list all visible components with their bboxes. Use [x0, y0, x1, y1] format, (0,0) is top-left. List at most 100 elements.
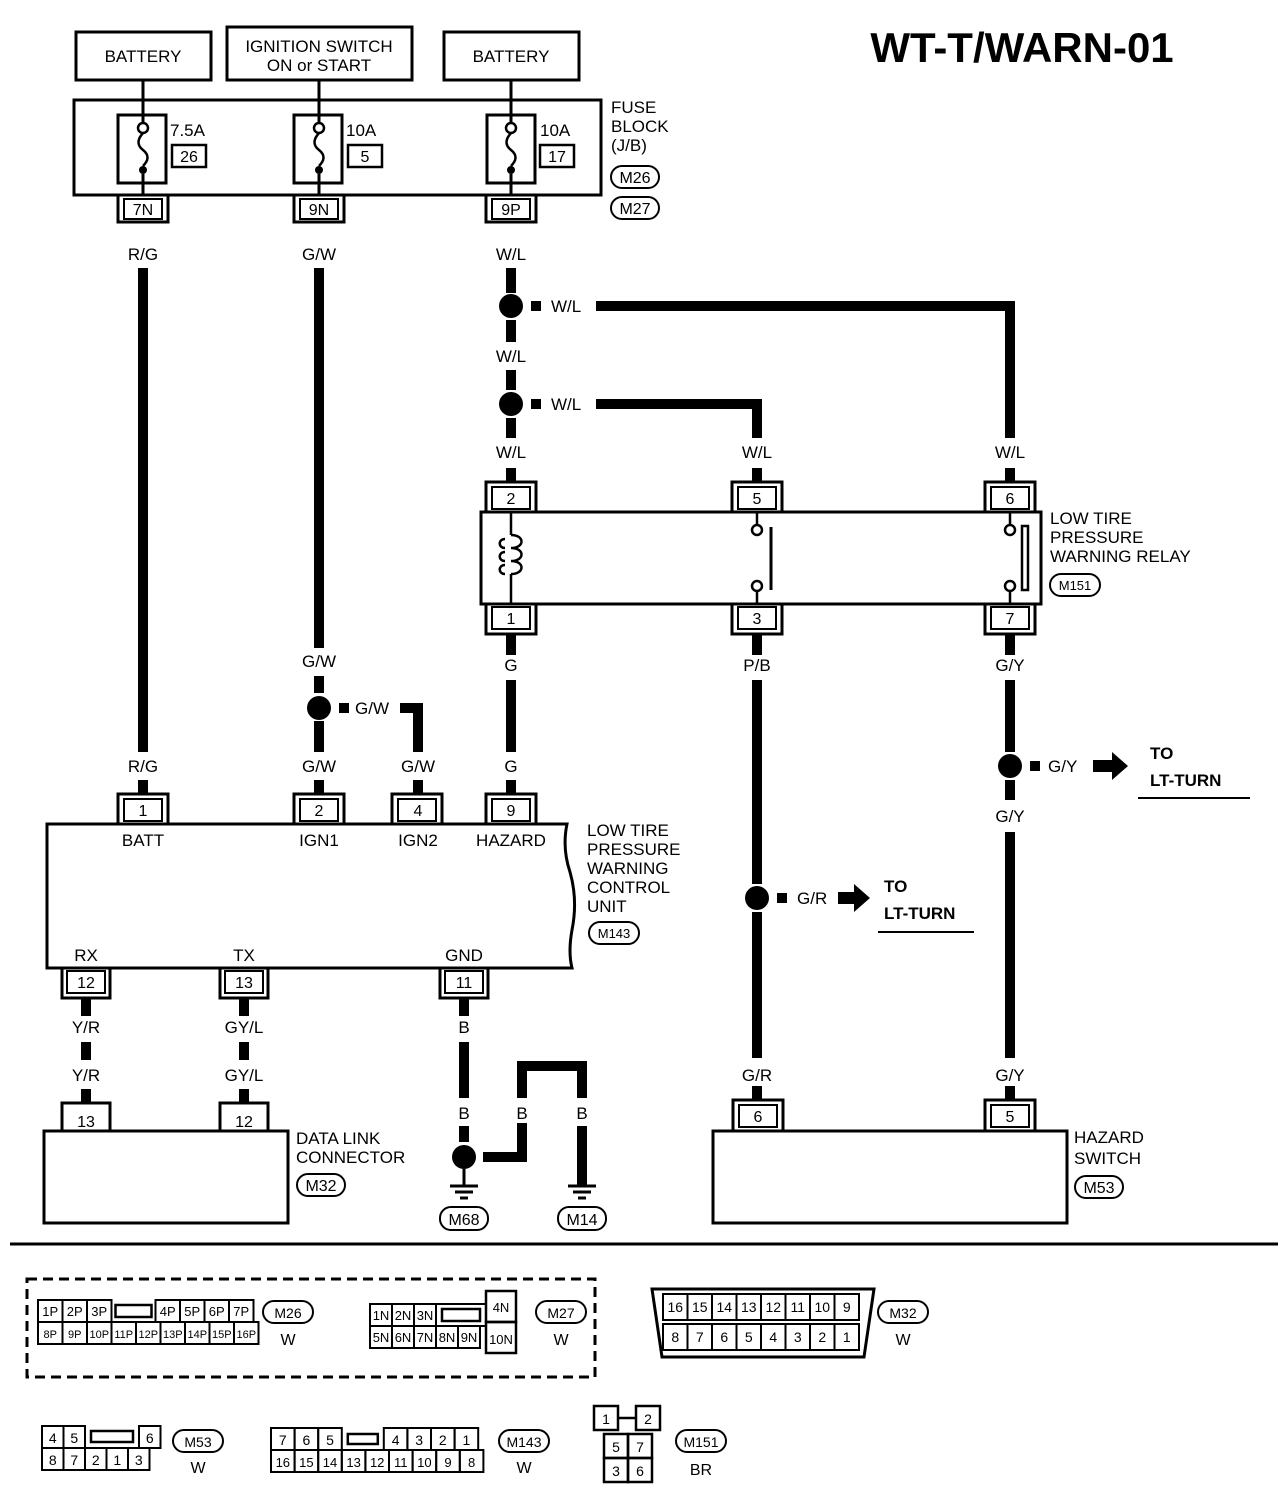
cu-pin-2: 2 [315, 803, 324, 820]
wire-g-cu: G [504, 757, 517, 776]
connector-cavity-label: 1 [113, 1452, 121, 1468]
wire-gyl-top: GY/L [225, 1018, 264, 1037]
lt-turn-label-1: LT-TURN [1150, 771, 1221, 790]
fuse-26-number: 26 [180, 149, 198, 166]
connector-cavity-label: 3 [415, 1432, 423, 1448]
connector-cavity-label: 2 [92, 1452, 100, 1468]
hazard-switch: 6 5 HAZARD SWITCH M53 [711, 1086, 1144, 1225]
connector-cavity-label: 2P [67, 1304, 83, 1319]
connector-view-color: W [516, 1460, 532, 1477]
ignition-switch-source: IGNITION SWITCH ON or START [225, 25, 414, 82]
connector-cavity-label: 9N [461, 1330, 478, 1345]
connector-view-id: M151 [683, 1434, 718, 1450]
connector-cavity-label: 16P [236, 1329, 256, 1341]
fuse-block-connector-m27: M27 [619, 201, 650, 218]
connector-cavity-label: 14P [187, 1329, 207, 1341]
connector-cavity-label: 10 [417, 1455, 431, 1470]
dlc-label-2: CONNECTOR [296, 1148, 405, 1167]
connector-cavity-label: 8 [468, 1455, 475, 1470]
relay-pin-2: 2 [507, 491, 516, 508]
connector-cavity-label: 10P [89, 1329, 109, 1341]
connector-view-color: W [895, 1332, 911, 1349]
terminal-7n: 7N [116, 195, 170, 224]
dlc-connector: M32 [305, 1178, 336, 1195]
jb-connector-group [25, 1277, 597, 1379]
connector-cavity-label: 4 [769, 1329, 777, 1345]
wire-wl-branch-1: W/L [551, 297, 581, 316]
connector-cavity-label: 12P [138, 1329, 158, 1341]
ignition-label-2: ON or START [267, 56, 371, 75]
cu-name-1: LOW TIRE [587, 821, 669, 840]
connector-cavity-label: 4 [392, 1432, 400, 1448]
connector-cavity-label: 3N [417, 1308, 434, 1323]
fuse-5-rating: 10A [346, 121, 377, 140]
wire-gw-mid: G/W [302, 652, 336, 671]
connector-view-color: W [190, 1460, 206, 1477]
cu-label-hazard: HAZARD [476, 831, 546, 850]
fuse-17: 10A 17 [485, 113, 576, 185]
fuse-26: 7.5A 26 [116, 113, 208, 185]
connector-cavity-label: 9 [843, 1299, 851, 1315]
hazard-connector: M53 [1083, 1180, 1114, 1197]
wire-wl-top: W/L [496, 245, 526, 264]
cu-name-5: UNIT [587, 897, 627, 916]
connector-view-color: BR [690, 1462, 712, 1479]
terminal-7n-label: 7N [133, 202, 153, 219]
connector-cavity-label: 13P [163, 1329, 183, 1341]
relay-pin-7: 7 [1006, 611, 1015, 628]
to-label-2: TO [884, 877, 907, 896]
relay-connector: M151 [1059, 578, 1092, 593]
connector-cavity-label: 1N [373, 1308, 390, 1323]
ground-m14: M14 [557, 1184, 607, 1231]
cu-label-gnd: GND [445, 946, 483, 965]
data-link-connector: 13 12 DATA LINK CONNECTOR M32 [42, 1089, 405, 1225]
cu-name-4: CONTROL [587, 878, 670, 897]
cu-label-batt: BATT [122, 831, 164, 850]
fuse-17-number: 17 [548, 149, 566, 166]
cu-pin-12: 12 [77, 975, 95, 992]
connector-cavity-label: 8 [49, 1452, 57, 1468]
wire-gy-relay: G/Y [995, 656, 1024, 675]
connector-cavity-label: 10 [814, 1299, 830, 1315]
wire-gr-branch: G/R [797, 889, 827, 908]
fuse-5-number: 5 [361, 149, 370, 166]
fuse-5: 10A 5 [292, 113, 384, 185]
connector-cavity-label: 3P [91, 1304, 107, 1319]
fuse-26-rating: 7.5A [170, 121, 206, 140]
dlc-pin-12: 12 [235, 1114, 253, 1131]
dlc-label-1: DATA LINK [296, 1129, 381, 1148]
connector-cavity-label: 14 [716, 1299, 732, 1315]
to-label-1: TO [1150, 744, 1173, 763]
connector-cavity-label: 5 [612, 1439, 620, 1455]
connector-cavity-label: 1P [42, 1304, 58, 1319]
connector-cavity-label: 2 [644, 1411, 652, 1427]
connector-cavity-label: 6 [636, 1463, 644, 1479]
connector-cavity-label: 7 [696, 1329, 704, 1345]
connector-view-id: M32 [889, 1305, 916, 1321]
connector-cavity-label: 2N [395, 1308, 412, 1323]
connector-cavity-label: 16 [276, 1455, 290, 1470]
low-tire-pressure-warning-relay: 2 5 6 1 3 7 [479, 468, 1191, 655]
terminal-9p-label: 9P [501, 202, 521, 219]
relay-pin-6: 6 [1006, 491, 1015, 508]
connector-cavity-label: 13 [346, 1455, 360, 1470]
ignition-label-1: IGNITION SWITCH [245, 37, 392, 56]
connector-cavity-label: 4 [49, 1430, 57, 1446]
battery-source-1: BATTERY [74, 30, 213, 82]
relay-label-3: WARNING RELAY [1050, 547, 1191, 566]
wire-wl-relay-2: W/L [496, 443, 526, 462]
wire-gyl-bottom: GY/L [225, 1066, 264, 1085]
low-tire-pressure-warning-control-unit: 1 2 4 9 BATT IGN1 IGN2 HAZARD RX TX GND … [45, 780, 681, 1016]
connector-cavity-label: 14 [323, 1455, 337, 1470]
to-lt-turn-arrow-2: TO LT-TURN [838, 877, 974, 933]
dlc-pin-13: 13 [77, 1114, 95, 1131]
wire-gw-cu-ign2: G/W [401, 757, 435, 776]
hazard-pin-6: 6 [754, 1109, 763, 1126]
connector-cavity-label: 1 [463, 1432, 471, 1448]
connector-cavity-label: 1 [843, 1329, 851, 1345]
cu-pin-9: 9 [507, 803, 516, 820]
